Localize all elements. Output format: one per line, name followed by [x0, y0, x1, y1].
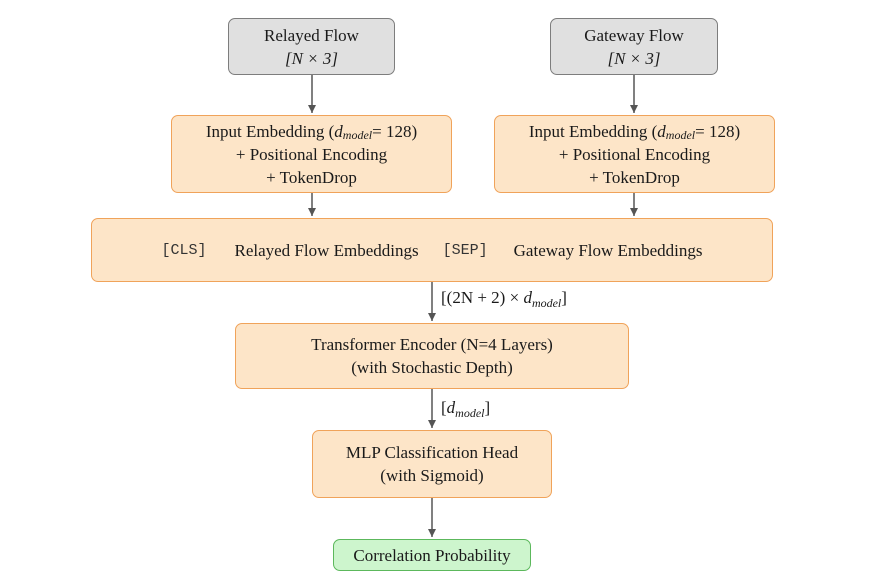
edge-sequence-d: d — [523, 288, 532, 307]
transformer-line2: (with Stochastic Depth) — [351, 358, 513, 377]
gateway-embedding-line2: + Positional Encoding — [558, 144, 711, 164]
sep-token: [SEP] — [442, 241, 488, 259]
mlp-line1: MLP Classification Head — [345, 443, 519, 462]
relayed-flow-input-box: Relayed Flow [N × 3] — [228, 18, 395, 75]
mlp-line2: (with Sigmoid) — [380, 466, 484, 485]
cls-token: [CLS] — [161, 241, 207, 259]
relayed-embedding-line2: + Positional Encoding — [235, 144, 388, 164]
edge-transformer-d: d — [446, 398, 456, 417]
edge-transformer-suffix: ] — [484, 398, 491, 417]
d-symbol: d — [334, 121, 343, 141]
output-label: Correlation Probability — [353, 545, 511, 565]
edge-transformer-prefix: [ — [441, 398, 447, 417]
edge-sequence-prefix: [(2N + 2) × — [441, 288, 524, 307]
gateway-flow-shape: [N × 3] — [607, 48, 661, 68]
transformer-encoder-box: Transformer Encoder (N=4 Layers) (with S… — [235, 323, 629, 389]
token-sequence-box: [CLS] Relayed Flow Embeddings [SEP] Gate… — [91, 218, 773, 282]
mlp-head-box: MLP Classification Head (with Sigmoid) — [312, 430, 552, 498]
embedding-suffix: = 128) — [695, 121, 741, 141]
embedding-prefix: Input Embedding ( — [528, 121, 658, 141]
edge-transformer-subscript: model — [455, 406, 485, 420]
relayed-flow-title: Relayed Flow — [264, 25, 359, 45]
edge-sequence-suffix: ] — [561, 288, 567, 307]
transformer-line1: Transformer Encoder (N=4 Layers) — [311, 335, 553, 354]
relayed-embeddings-label: Relayed Flow Embeddings — [234, 240, 419, 260]
token-sequence-row: [CLS] Relayed Flow Embeddings [SEP] Gate… — [161, 239, 702, 262]
edge-label-sequence-shape: [(2N + 2) × dmodel] — [441, 288, 567, 310]
gateway-embeddings-label: Gateway Flow Embeddings — [513, 240, 703, 260]
d-symbol: d — [657, 121, 666, 141]
edge-sequence-subscript: model — [531, 296, 562, 310]
edge-label-transformer-shape: [dmodel] — [441, 398, 491, 420]
relayed-embedding-line3: + TokenDrop — [266, 167, 357, 187]
d-subscript: model — [342, 127, 373, 142]
relayed-flow-shape: [N × 3] — [284, 48, 339, 68]
embedding-suffix: = 128) — [372, 121, 418, 141]
gateway-embedding-line3: + TokenDrop — [589, 167, 680, 187]
embedding-prefix: Input Embedding ( — [205, 121, 335, 141]
d-subscript: model — [665, 127, 696, 142]
gateway-flow-title: Gateway Flow — [584, 25, 684, 45]
gateway-flow-input-box: Gateway Flow [N × 3] — [550, 18, 718, 75]
correlation-probability-box: Correlation Probability — [333, 539, 531, 571]
